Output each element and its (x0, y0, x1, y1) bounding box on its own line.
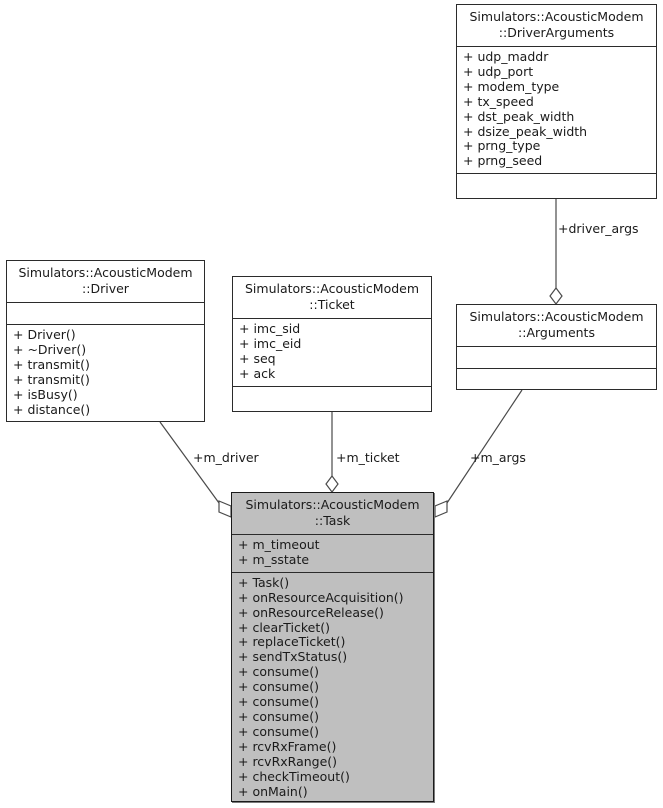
class-member: + consume() (238, 679, 319, 695)
class-box-ticket[interactable]: Simulators::AcousticModem ::Ticket + imc… (232, 276, 432, 412)
class-methods-ticket (233, 387, 431, 411)
class-member: + modem_type (463, 78, 560, 94)
class-member: + rcvRxRange() (238, 753, 338, 769)
edge-label-driver-args: +driver_args (558, 221, 639, 236)
edge-label-m-args: +m_args (470, 450, 526, 465)
class-member: + transmit() (13, 371, 90, 387)
class-title-driver: Simulators::AcousticModem ::Driver (7, 261, 204, 303)
class-member: + imc_eid (239, 335, 302, 351)
class-member: + rcvRxFrame() (238, 738, 337, 754)
class-member: + consume() (238, 723, 319, 739)
class-member: + prng_seed (463, 153, 543, 169)
class-member: + dst_peak_width (463, 108, 575, 124)
class-member: + ~Driver() (13, 341, 87, 357)
edge-label-m-ticket: +m_ticket (336, 450, 400, 465)
class-member: + transmit() (13, 356, 90, 372)
class-member: + prng_type (463, 138, 541, 154)
class-attributes-ticket: + imc_sid + imc_eid + seq + ack (233, 319, 431, 387)
class-member: + udp_port (463, 63, 534, 79)
class-methods-task: + Task() + onResourceAcquisition() + onR… (232, 573, 433, 804)
class-member: + onResourceAcquisition() (238, 589, 404, 605)
class-member: + consume() (238, 708, 319, 724)
edge-driver-args (549, 199, 563, 305)
class-methods-driver: + Driver() + ~Driver() + transmit() + tr… (7, 325, 204, 421)
class-member: + Driver() (13, 327, 76, 342)
class-member: + replaceTicket() (238, 634, 346, 650)
edge-label-m-driver: +m_driver (193, 450, 259, 465)
edge-m-ticket (325, 412, 339, 493)
class-member: + m_timeout (238, 537, 320, 552)
class-member: + clearTicket() (238, 619, 331, 635)
class-member: + onMain() (238, 783, 308, 799)
class-box-driver-arguments[interactable]: Simulators::AcousticModem ::DriverArgume… (456, 4, 657, 199)
class-member: + sendTxStatus() (238, 649, 348, 665)
class-member: + ack (239, 365, 276, 381)
class-title-task: Simulators::AcousticModem ::Task (232, 493, 433, 535)
class-member: + Task() (238, 574, 290, 590)
class-member: + consume() (238, 664, 319, 680)
class-attributes-arguments (457, 347, 656, 369)
class-title-ticket: Simulators::AcousticModem ::Ticket (233, 277, 431, 319)
class-attributes-task: + m_timeout + m_sstate (232, 535, 433, 573)
class-member: + distance() (13, 401, 91, 417)
class-box-arguments[interactable]: Simulators::AcousticModem ::Arguments (456, 304, 657, 390)
class-methods-arguments (457, 369, 656, 391)
class-attributes-driver-arguments: + udp_maddr + udp_port + modem_type + tx… (457, 47, 656, 175)
class-methods-driver-arguments (457, 174, 656, 198)
edge-m-args (434, 389, 523, 518)
class-title-arguments: Simulators::AcousticModem ::Arguments (457, 305, 656, 347)
class-member: + m_sstate (238, 551, 310, 567)
class-member: + tx_speed (463, 93, 534, 109)
class-box-driver[interactable]: Simulators::AcousticModem ::Driver + Dri… (6, 260, 205, 422)
class-attributes-driver (7, 303, 204, 325)
class-member: + consume() (238, 694, 319, 710)
class-title-driver-arguments: Simulators::AcousticModem ::DriverArgume… (457, 5, 656, 47)
class-member: + udp_maddr (463, 49, 549, 64)
class-member: + dsize_peak_width (463, 123, 588, 139)
class-box-task[interactable]: Simulators::AcousticModem ::Task + m_tim… (231, 492, 434, 802)
class-member: + imc_sid (239, 321, 301, 336)
class-member: + seq (239, 350, 276, 366)
class-member: + isBusy() (13, 386, 78, 402)
class-member: + checkTimeout() (238, 768, 350, 784)
edge-m-driver (159, 421, 232, 518)
class-member: + onResourceRelease() (238, 604, 384, 620)
